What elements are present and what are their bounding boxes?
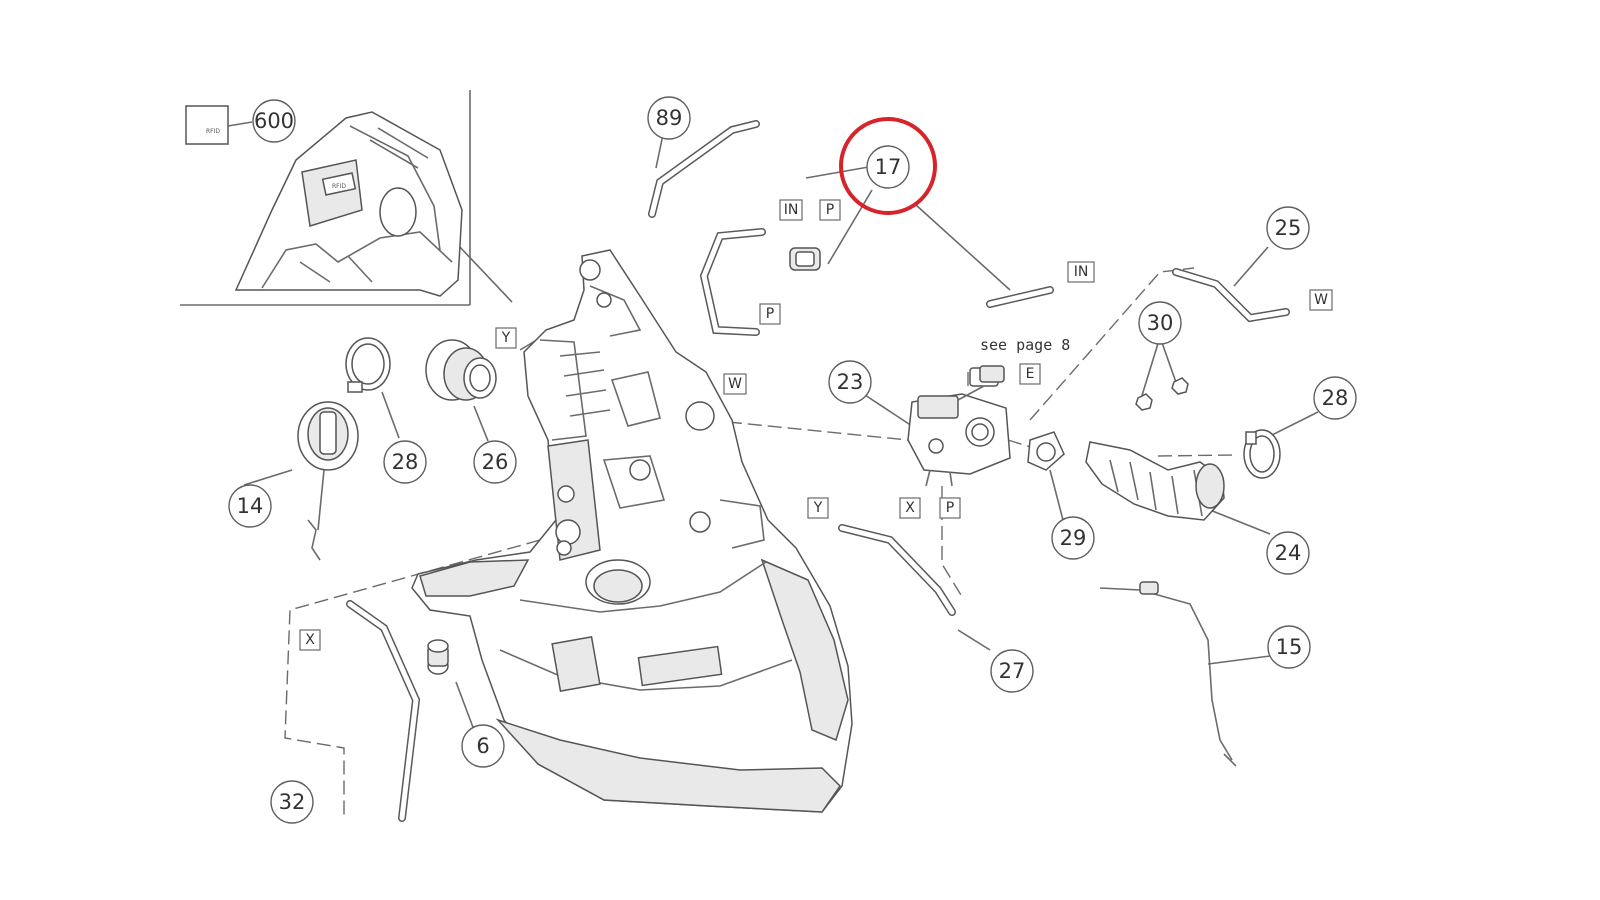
svg-text:P: P [826, 202, 834, 218]
rfid-label-tag: RFID [206, 128, 220, 135]
callout-14: 14 [228, 484, 272, 528]
callout-600: 600 [252, 99, 296, 143]
tag-e: E [1019, 363, 1041, 385]
svg-text:P: P [946, 500, 954, 516]
callout-32: 32 [270, 780, 314, 824]
svg-text:X: X [905, 500, 915, 516]
tag-in-top: IN [779, 199, 803, 221]
tag-x-low: X [299, 629, 321, 651]
gasket [1027, 431, 1065, 471]
rfid-tag-icon [185, 105, 229, 145]
callout-23: 23 [828, 360, 872, 404]
callout-26: 26 [473, 440, 517, 484]
svg-text:W: W [1314, 292, 1328, 308]
tag-y-top: Y [495, 327, 517, 349]
tag-p-carb: P [939, 497, 961, 519]
svg-text:6: 6 [476, 734, 489, 758]
tag-w-mid: W [723, 373, 747, 395]
svg-text:89: 89 [656, 106, 683, 130]
intake-boot [1085, 441, 1225, 521]
svg-text:27: 27 [999, 659, 1026, 683]
svg-text:IN: IN [784, 202, 799, 218]
svg-text:17: 17 [875, 155, 902, 179]
svg-text:26: 26 [482, 450, 509, 474]
svg-text:Y: Y [813, 500, 823, 516]
svg-text:29: 29 [1060, 526, 1087, 550]
svg-text:W: W [728, 376, 742, 392]
callout-24: 24 [1266, 531, 1310, 575]
vent-valve [979, 365, 1005, 383]
tag-w-top: W [1309, 289, 1333, 311]
tank-housing [411, 249, 853, 813]
svg-text:IN: IN [1074, 264, 1089, 280]
svg-text:Y: Y [501, 330, 511, 346]
svg-text:28: 28 [392, 450, 419, 474]
callout-15: 15 [1267, 625, 1311, 669]
svg-text:25: 25 [1275, 216, 1302, 240]
see-page-note: see page 8 [980, 336, 1070, 354]
callout-29: 29 [1051, 516, 1095, 560]
svg-text:24: 24 [1275, 541, 1302, 565]
rfid-label-inset: RFID [332, 183, 346, 190]
carburettor [907, 367, 1011, 487]
svg-text:X: X [305, 632, 315, 648]
grommet [427, 639, 449, 675]
fuel-valve [789, 247, 821, 271]
callout-17: 17 [866, 145, 910, 189]
svg-text:15: 15 [1276, 635, 1303, 659]
callout-28-right: 28 [1313, 376, 1357, 420]
svg-text:32: 32 [279, 790, 306, 814]
clamp-ring-left [345, 337, 391, 393]
svg-text:14: 14 [237, 494, 264, 518]
svg-text:P: P [766, 306, 774, 322]
tag-y-low: Y [807, 497, 829, 519]
callout-25: 25 [1266, 206, 1310, 250]
clamp-ring-right [1243, 429, 1281, 479]
tag-in-right: IN [1067, 261, 1095, 283]
inset-detail: RFID RFID [180, 90, 513, 306]
callout-30: 30 [1138, 301, 1182, 345]
callout-28-left: 28 [383, 440, 427, 484]
highlight-circle [839, 117, 937, 215]
svg-text:23: 23 [837, 370, 864, 394]
callout-27: 27 [990, 649, 1034, 693]
svg-text:30: 30 [1147, 311, 1174, 335]
svg-text:E: E [1026, 366, 1035, 382]
tag-p-mid: P [759, 303, 781, 325]
tag-x-carb: X [899, 497, 921, 519]
svg-text:600: 600 [254, 109, 294, 133]
tag-p-top: P [819, 199, 841, 221]
throttle-cable [1099, 581, 1237, 767]
svg-text:28: 28 [1322, 386, 1349, 410]
nuts [1135, 377, 1189, 411]
pickup-assembly [425, 339, 497, 401]
fuel-cap [297, 401, 359, 561]
callout-6: 6 [461, 724, 505, 768]
callout-89: 89 [647, 96, 691, 140]
